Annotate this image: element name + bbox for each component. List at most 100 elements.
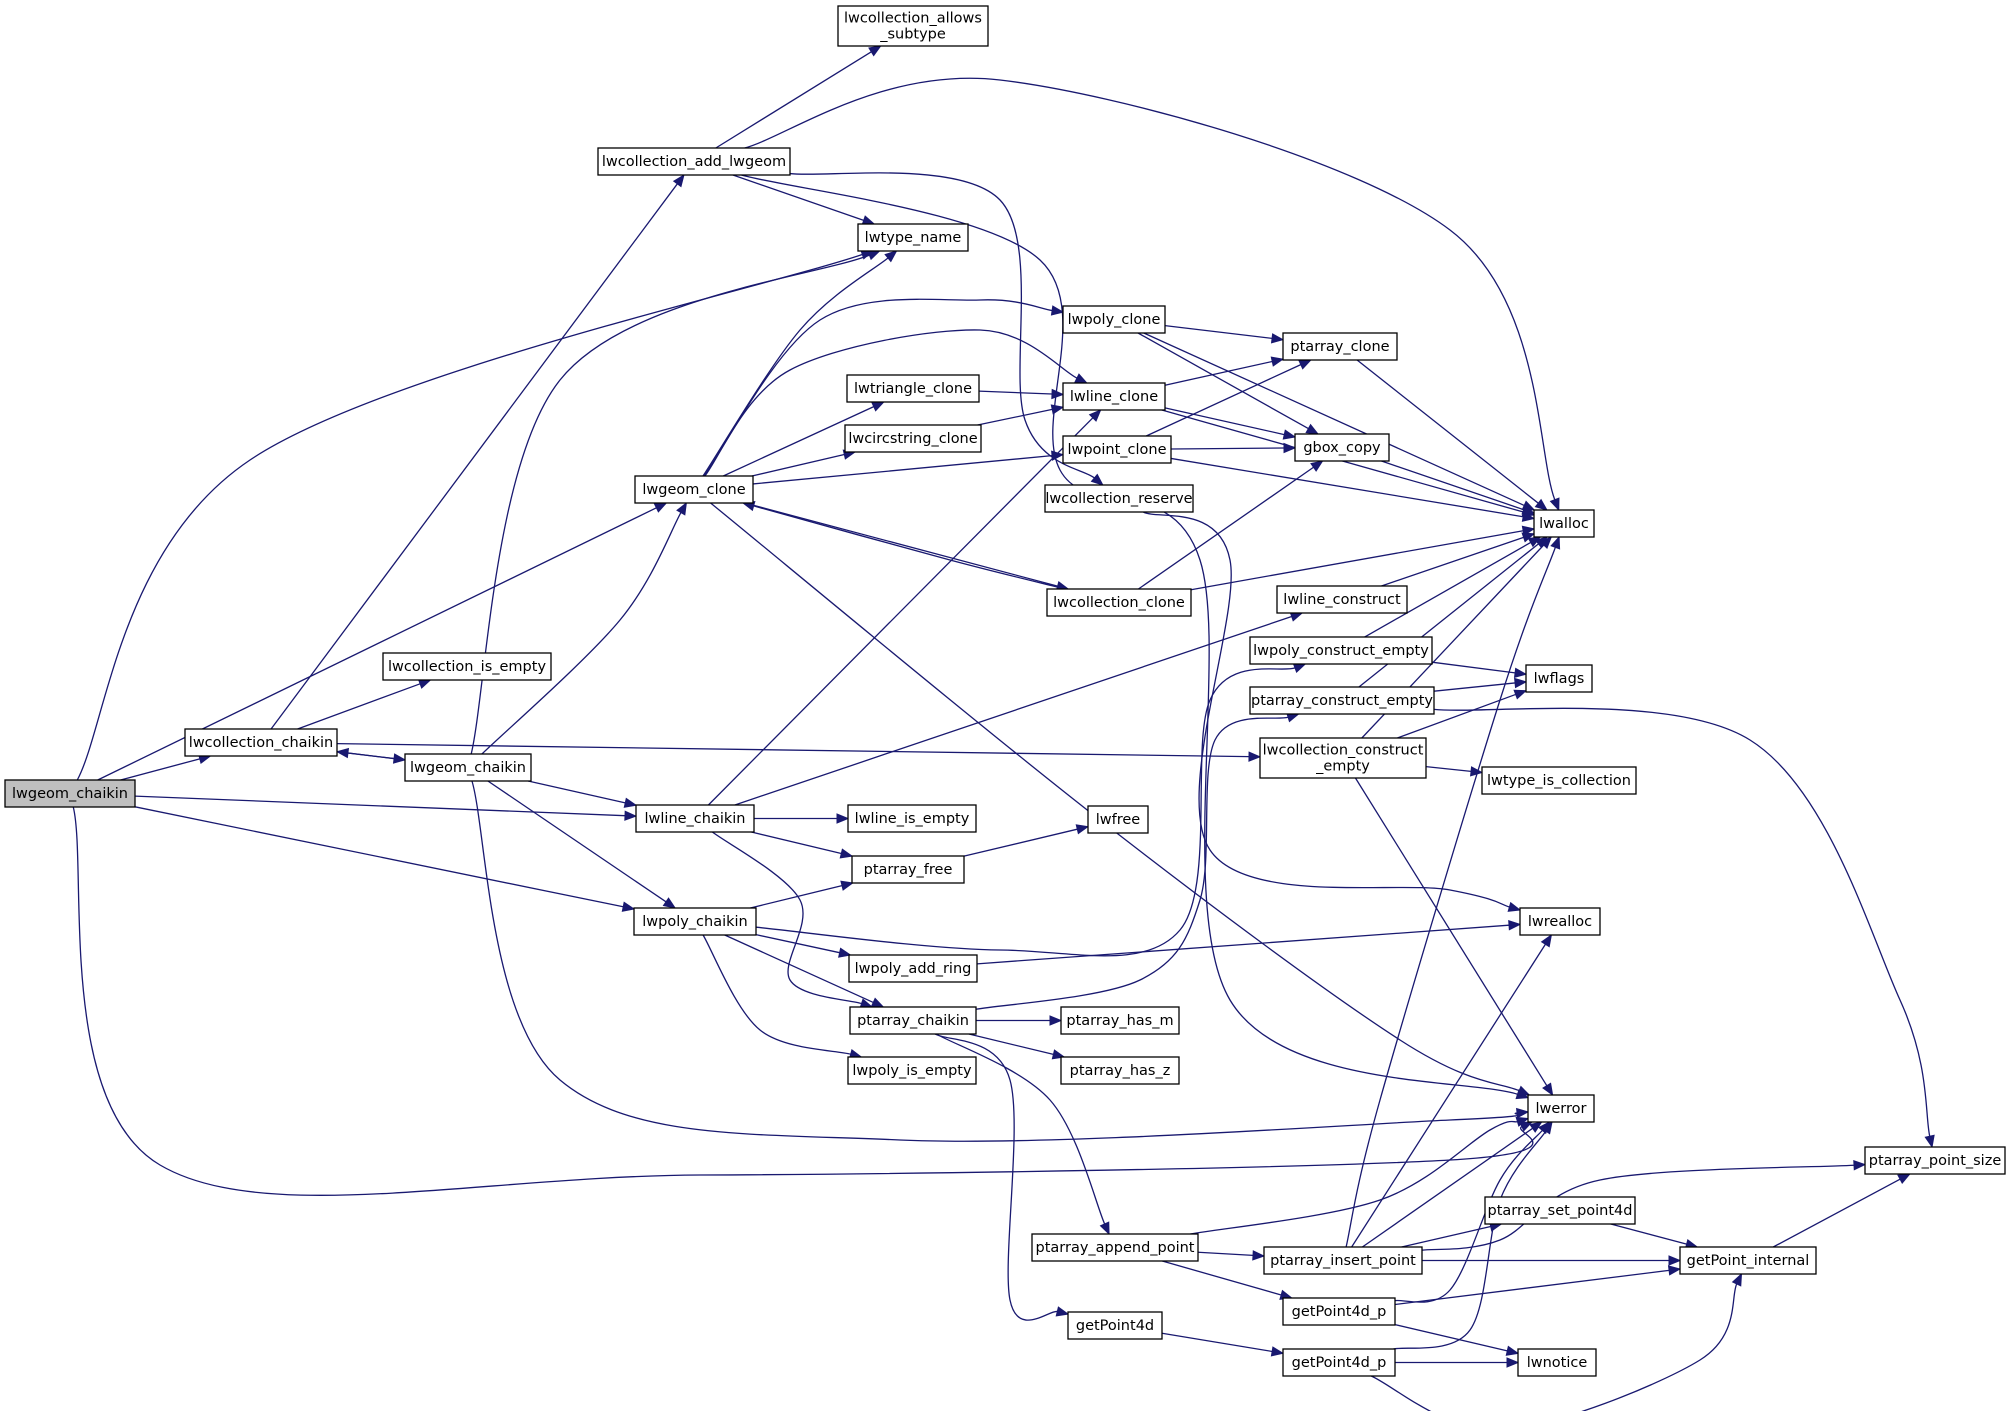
node-ptarray-has-z[interactable]: ptarray_has_z bbox=[1060, 1056, 1180, 1085]
node-box bbox=[634, 475, 754, 504]
arrowhead-lwcollection_add_lwgeom-to-lwalloc bbox=[1549, 497, 1560, 512]
node-label: lwcollection_chaikin bbox=[189, 735, 333, 751]
node-lwgeom-chaikin[interactable]: lwgeom_chaikin bbox=[404, 753, 532, 782]
arrowhead-ptarray_chaikin-to-getPoint4d bbox=[1055, 1306, 1070, 1317]
node-lwcollection-is-empty[interactable]: lwcollection_is_empty bbox=[382, 652, 552, 681]
node-label: lwalloc bbox=[1539, 516, 1589, 532]
arrowhead-lwpoly_chaikin-to-ptarray_free bbox=[840, 880, 854, 891]
node-lwtriangle-clone[interactable]: lwtriangle_clone bbox=[846, 374, 980, 403]
edge-lwgeom_chaikin-to-lwline_chaikin bbox=[527, 780, 626, 804]
arrowhead-lwgeom_chaikin-to-lwgeom_clone bbox=[676, 501, 687, 516]
node-lwrealloc[interactable]: lwrealloc bbox=[1519, 907, 1601, 936]
edge-lwgeom_chaikin_root-to-lwerror bbox=[72, 806, 1534, 1196]
node-label: ptarray_point_size bbox=[1869, 1153, 2002, 1169]
arrowhead-lwcollection_reserve-to-lwrealloc bbox=[1507, 901, 1522, 912]
node-lwtype-is-collection[interactable]: lwtype_is_collection bbox=[1481, 766, 1637, 795]
node-ptarray-free[interactable]: ptarray_free bbox=[851, 855, 965, 884]
arrowhead-lwpoly_clone-to-ptarray_clone bbox=[1270, 333, 1285, 344]
edge-getPoint4d_p_a-to-getPoint_internal bbox=[1394, 1269, 1670, 1306]
edge-lwcollection_construct_empty-to-lwerror bbox=[1354, 777, 1548, 1087]
node-lwnotice[interactable]: lwnotice bbox=[1517, 1348, 1597, 1377]
arrowhead-getPoint4d-to-getPoint4d_p_b bbox=[1270, 1346, 1285, 1357]
node-lwpoly-is-empty[interactable]: lwpoly_is_empty bbox=[847, 1056, 977, 1085]
node-lwerror[interactable]: lwerror bbox=[1527, 1094, 1595, 1123]
arrowhead-lwline_chaikin-to-lwline_clone bbox=[1088, 409, 1102, 422]
node-lwgeom-chaikin-root[interactable]: lwgeom_chaikin bbox=[4, 779, 136, 808]
arrowhead-lwgeom_clone-to-lwline_clone bbox=[1074, 373, 1088, 384]
arrowhead-ptarray_insert_point-to-lwrealloc bbox=[1540, 933, 1553, 948]
edge-lwcollection_chaikin-to-lwcollection_add_lwgeom bbox=[270, 183, 678, 730]
node-ptarray-point-size[interactable]: ptarray_point_size bbox=[1864, 1146, 2006, 1175]
node-getPoint4d-p-a[interactable]: getPoint4d_p bbox=[1282, 1297, 1396, 1326]
arrowhead-ptarray_chaikin-to-ptarray_append_point bbox=[1099, 1221, 1110, 1236]
node-gbox-copy[interactable]: gbox_copy bbox=[1294, 433, 1390, 462]
node-getPoint4d-p-b[interactable]: getPoint4d_p bbox=[1282, 1348, 1396, 1377]
arrowhead-lwcollection_clone-to-gbox_copy bbox=[1310, 460, 1324, 472]
node-getPoint-internal[interactable]: getPoint_internal bbox=[1679, 1246, 1817, 1275]
node-lwline-chaikin[interactable]: lwline_chaikin bbox=[635, 804, 755, 833]
node-box bbox=[837, 5, 989, 47]
node-ptarray-append-point[interactable]: ptarray_append_point bbox=[1031, 1233, 1199, 1262]
node-lwalloc[interactable]: lwalloc bbox=[1533, 509, 1595, 538]
node-lwpoly-add-ring[interactable]: lwpoly_add_ring bbox=[848, 954, 978, 983]
node-lwcircstring-clone[interactable]: lwcircstring_clone bbox=[844, 424, 982, 453]
node-ptarray-chaikin[interactable]: ptarray_chaikin bbox=[849, 1006, 977, 1035]
node-box bbox=[847, 1056, 977, 1085]
edge-lwpoint_clone-to-lwalloc bbox=[1170, 457, 1524, 518]
node-ptarray-has-m[interactable]: ptarray_has_m bbox=[1060, 1006, 1180, 1035]
arrowhead-ptarray_insert_point-to-ptarray_point_size bbox=[1853, 1160, 1867, 1171]
node-lwgeom-clone[interactable]: lwgeom_clone bbox=[634, 475, 754, 504]
node-lwpoly-chaikin[interactable]: lwpoly_chaikin bbox=[633, 907, 757, 936]
node-box bbox=[633, 907, 757, 936]
node-label: ptarray_free bbox=[864, 862, 953, 878]
edge-lwcollection_chaikin-to-lwcollection_construct_empty bbox=[336, 742, 1250, 758]
arrowhead-getPoint_internal-to-ptarray_point_size bbox=[1897, 1173, 1911, 1185]
node-box bbox=[1031, 1233, 1199, 1262]
node-lwline-clone[interactable]: lwline_clone bbox=[1062, 382, 1166, 411]
arrowhead-ptarray_append_point-to-ptarray_insert_point bbox=[1252, 1250, 1266, 1261]
node-box bbox=[847, 804, 977, 833]
node-ptarray-construct-empty[interactable]: ptarray_construct_empty bbox=[1249, 686, 1435, 715]
node-label: lwpoly_add_ring bbox=[855, 961, 972, 977]
node-lwline-is-empty[interactable]: lwline_is_empty bbox=[847, 804, 977, 833]
node-lwpoly-clone[interactable]: lwpoly_clone bbox=[1062, 305, 1166, 334]
node-ptarray-set-point4d[interactable]: ptarray_set_point4d bbox=[1484, 1196, 1636, 1225]
edge-lwcollection_construct_empty-to-lwtype_is_collection bbox=[1425, 765, 1472, 772]
edge-lwpoly_chaikin-to-ptarray_free bbox=[750, 884, 843, 909]
arrowhead-lwcollection_chaikin-to-lwcollection_add_lwgeom bbox=[672, 173, 685, 188]
arrowhead-lwcircstring_clone-to-lwline_clone bbox=[1050, 404, 1065, 415]
node-box bbox=[851, 855, 965, 884]
edge-lwgeom_clone-to-lwpoint_clone bbox=[752, 454, 1053, 485]
node-lwline-construct[interactable]: lwline_construct bbox=[1276, 585, 1408, 614]
node-lwcollection-construct-empty[interactable]: lwcollection_construct_empty bbox=[1259, 737, 1427, 779]
edge-lwline_clone-to-ptarray_clone bbox=[1164, 360, 1273, 386]
edge-lwcircstring_clone-to-lwline_clone bbox=[977, 408, 1053, 426]
node-lwpoint-clone[interactable]: lwpoint_clone bbox=[1062, 435, 1172, 464]
node-label: lwfree bbox=[1096, 812, 1141, 828]
node-lwflags[interactable]: lwflags bbox=[1525, 664, 1593, 693]
node-lwfree[interactable]: lwfree bbox=[1087, 805, 1149, 834]
node-lwcollection-chaikin[interactable]: lwcollection_chaikin bbox=[184, 728, 338, 757]
node-box bbox=[1046, 588, 1192, 617]
node-lwcollection-reserve[interactable]: lwcollection_reserve bbox=[1044, 484, 1194, 513]
arrowhead-lwcollection_add_lwgeom-to-lwcollection_allows_subtype bbox=[868, 45, 882, 57]
edge-ptarray_free-to-lwfree bbox=[963, 828, 1078, 857]
edge-lwcollection_reserve-to-lwrealloc bbox=[1143, 511, 1510, 908]
edge-lwline_clone-to-gbox_copy bbox=[1164, 407, 1285, 436]
edge-lwpoint_clone-to-ptarray_clone bbox=[1145, 364, 1302, 437]
node-label: lwpoint_clone bbox=[1067, 442, 1166, 458]
node-lwcollection-add-lwgeom[interactable]: lwcollection_add_lwgeom bbox=[597, 147, 791, 176]
arrowhead-ptarray_append_point-to-lwerror bbox=[1515, 1116, 1530, 1127]
node-label: ptarray_set_point4d bbox=[1488, 1203, 1633, 1219]
node-getPoint4d[interactable]: getPoint4d bbox=[1067, 1311, 1163, 1340]
arrowhead-gbox_copy-to-lwalloc bbox=[1521, 504, 1536, 515]
node-box bbox=[1481, 766, 1637, 795]
node-label: lwline_construct bbox=[1283, 592, 1401, 608]
node-lwtype-name[interactable]: lwtype_name bbox=[857, 223, 969, 252]
arrowhead-lwcollection_chaikin-to-lwcollection_construct_empty bbox=[1248, 751, 1262, 762]
node-ptarray-clone[interactable]: ptarray_clone bbox=[1282, 332, 1398, 361]
node-lwcollection-clone[interactable]: lwcollection_clone bbox=[1046, 588, 1192, 617]
node-lwcollection-allows-subtype[interactable]: lwcollection_allows_subtype bbox=[837, 5, 989, 47]
node-ptarray-insert-point[interactable]: ptarray_insert_point bbox=[1263, 1246, 1423, 1275]
node-lwpoly-construct-empty[interactable]: lwpoly_construct_empty bbox=[1249, 636, 1433, 665]
